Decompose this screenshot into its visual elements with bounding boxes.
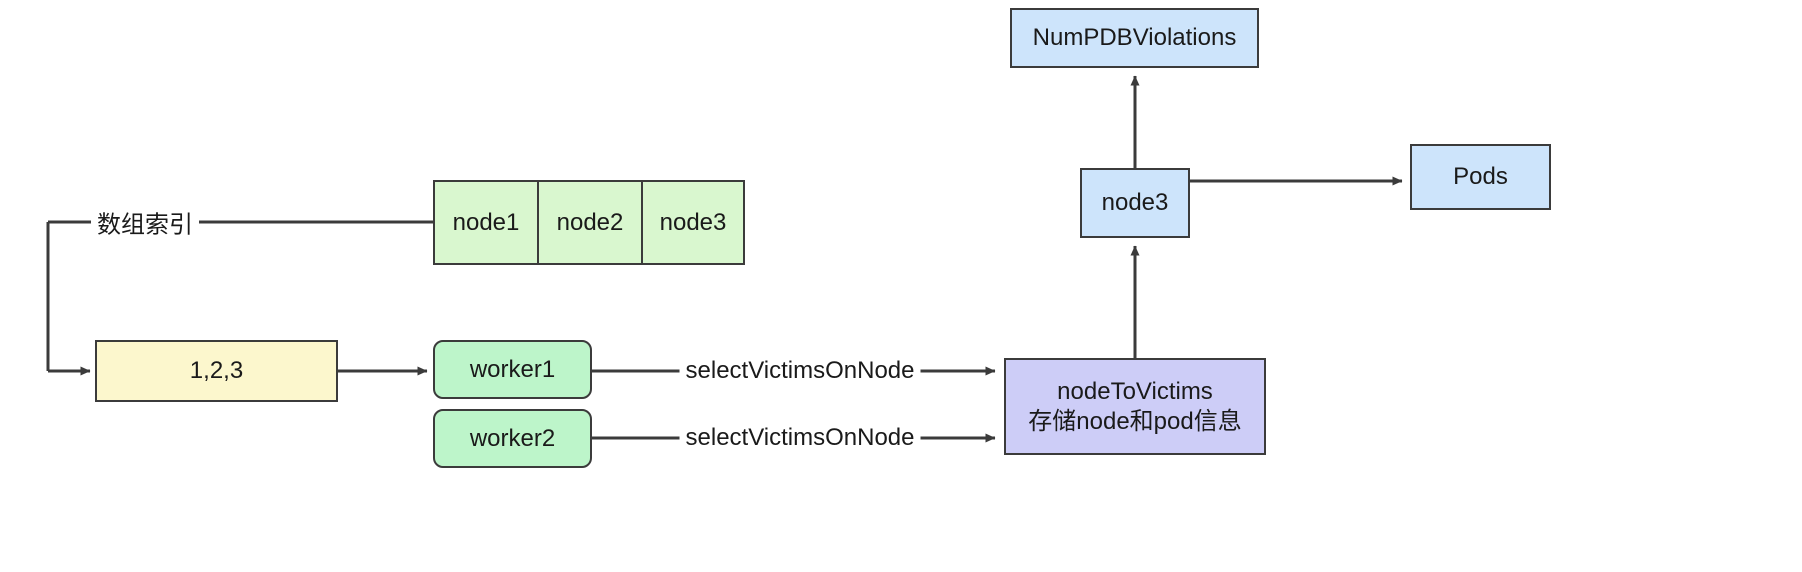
array-cell-node3-label: node3 [659, 208, 727, 236]
array-cell-node2-label: node2 [556, 208, 624, 236]
worker2-box[interactable]: worker2 [433, 409, 592, 468]
worker1-box[interactable]: worker1 [433, 340, 592, 399]
edge-label-select-victims-worker1: selectVictimsOnNode [679, 357, 921, 385]
array-cell-node3[interactable]: node3 [641, 180, 745, 265]
node3-result-box[interactable]: node3 [1080, 168, 1190, 238]
index-values-box[interactable]: 1,2,3 [95, 340, 338, 402]
node3-result-label: node3 [1101, 189, 1169, 216]
node-to-victims-box[interactable]: nodeToVictims 存储node和pod信息 [1004, 358, 1266, 455]
array-cell-node1-label: node1 [452, 208, 520, 236]
worker1-label: worker1 [469, 355, 556, 383]
edge-label-select-victims-worker2: selectVictimsOnNode [679, 424, 921, 452]
worker2-label: worker2 [469, 424, 556, 452]
array-cell-node2[interactable]: node2 [537, 180, 641, 265]
pods-label: Pods [1453, 163, 1508, 190]
node-to-victims-title: nodeToVictims [1057, 377, 1213, 405]
node-to-victims-description: 存储node和pod信息 [1028, 407, 1242, 435]
edge-label-array-index: 数组索引 [91, 204, 199, 240]
array-cell-node1[interactable]: node1 [433, 180, 537, 265]
num-pdb-violations-label: NumPDBViolations [1032, 24, 1237, 51]
num-pdb-violations-box[interactable]: NumPDBViolations [1010, 8, 1259, 68]
pods-box[interactable]: Pods [1410, 144, 1551, 210]
index-values-label: 1,2,3 [189, 357, 244, 384]
